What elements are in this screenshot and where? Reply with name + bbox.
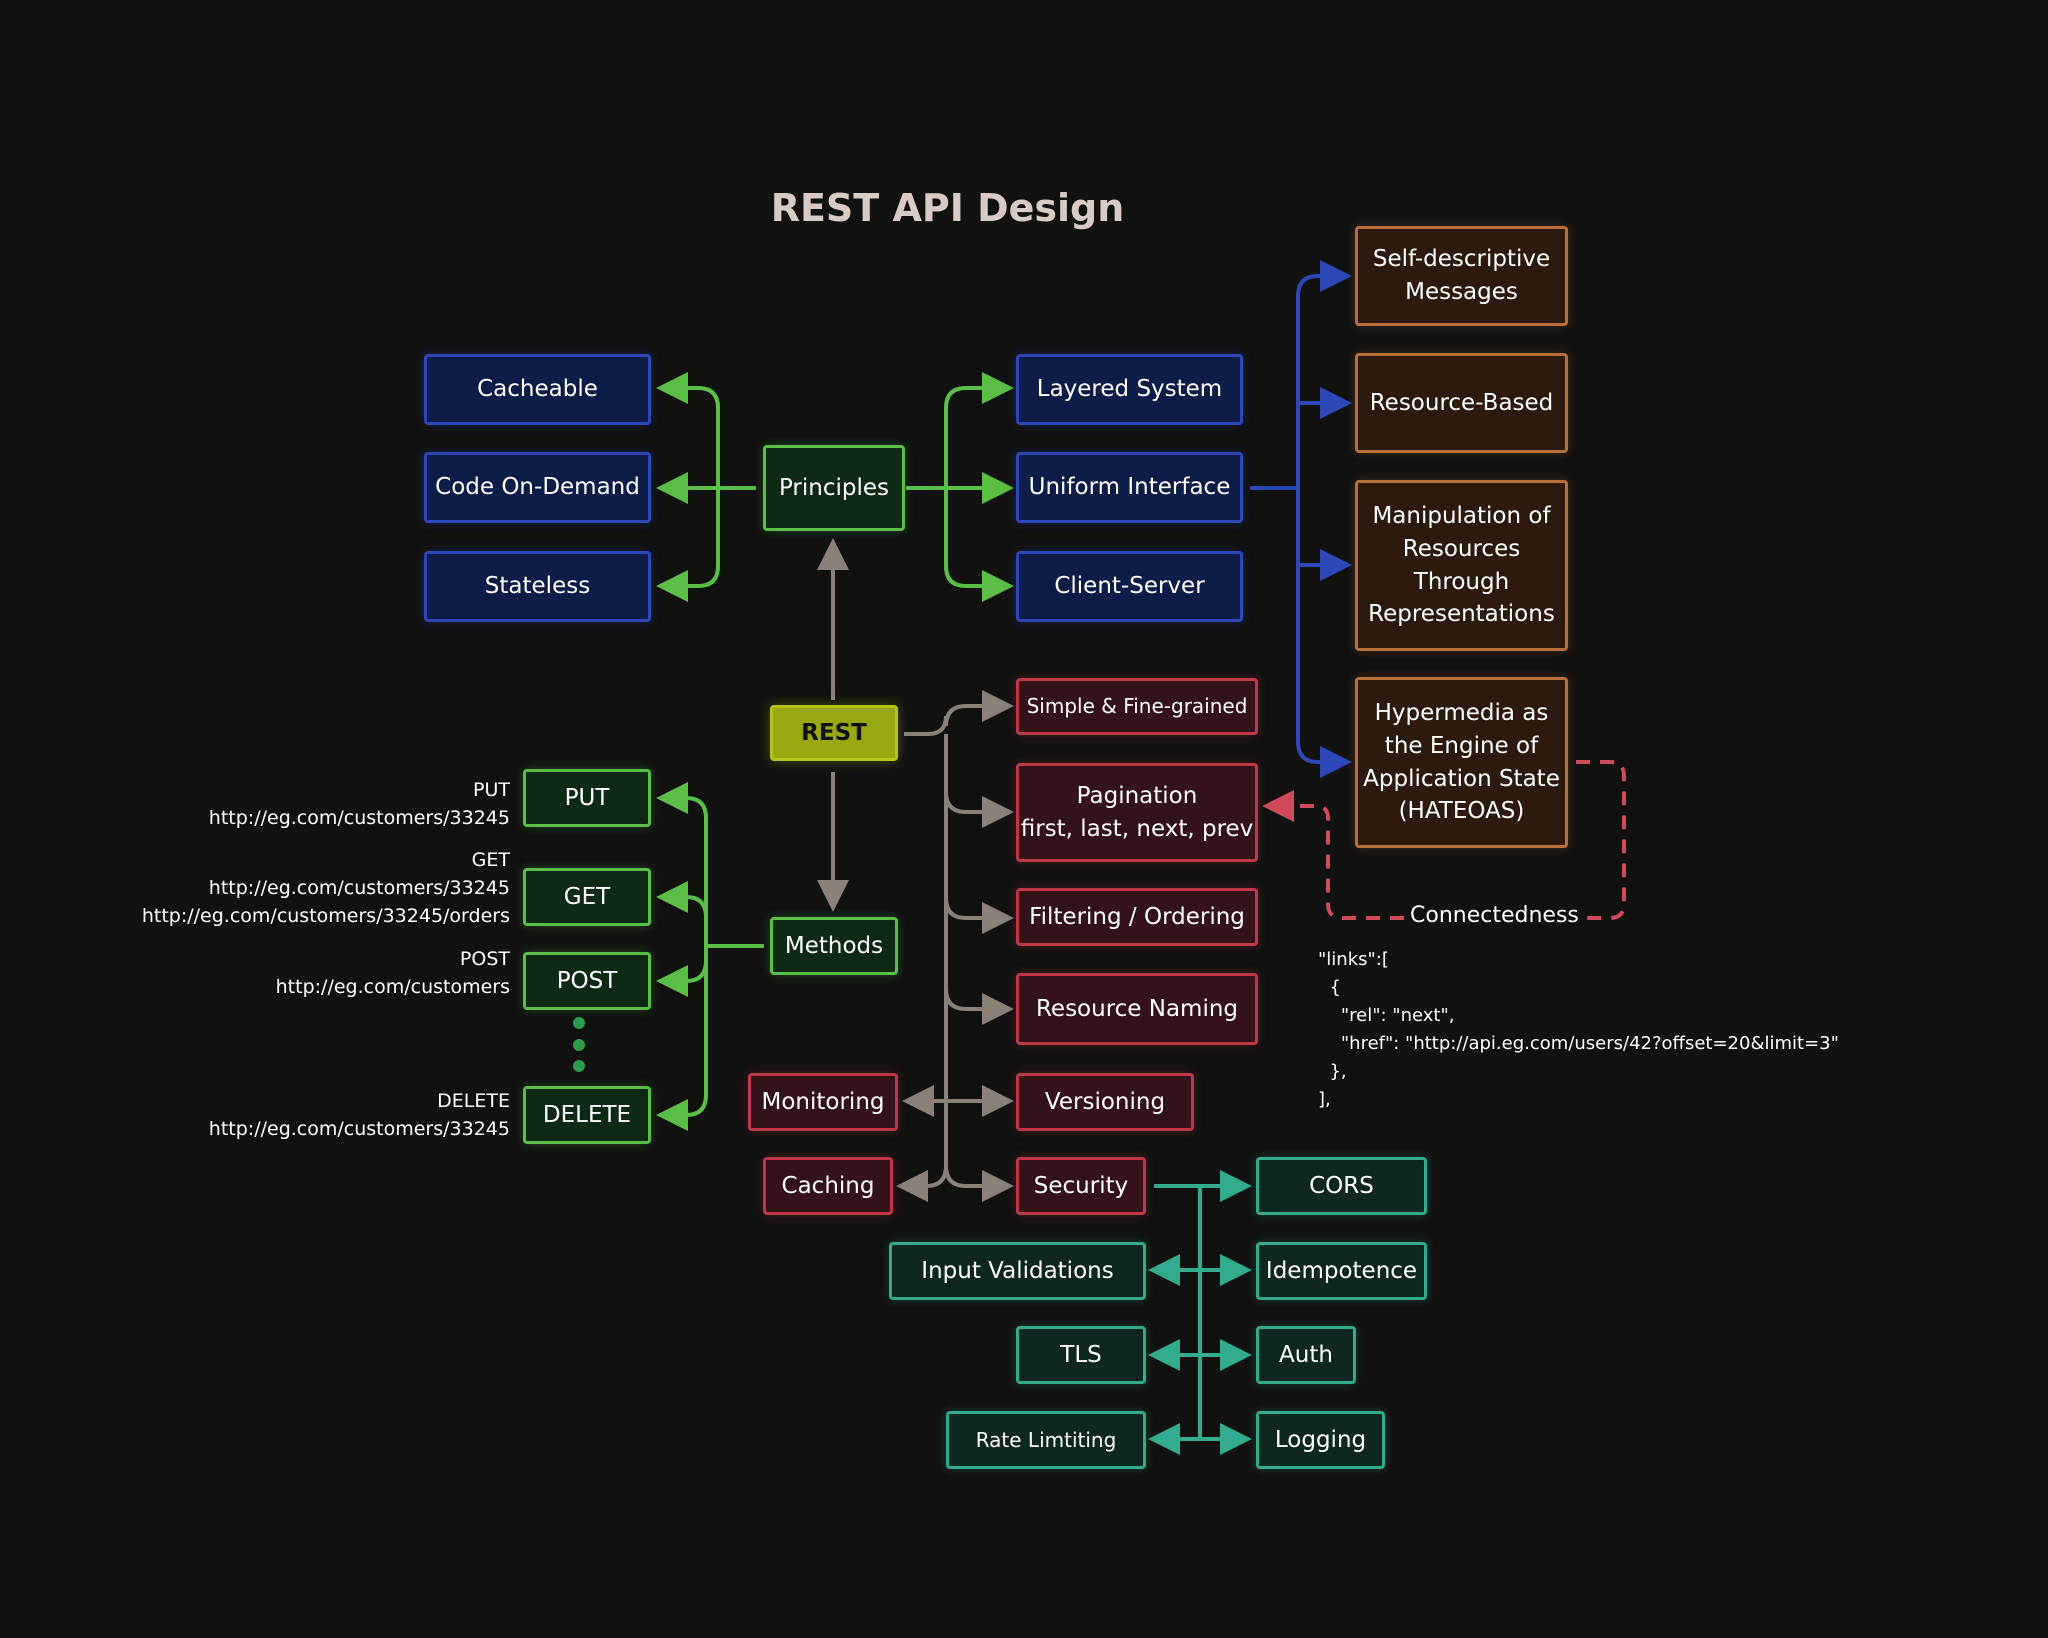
simple-fine-grained-node: Simple & Fine-grained xyxy=(1016,678,1258,735)
stateless-node: Stateless xyxy=(424,551,651,622)
security-connectors xyxy=(1148,1170,1252,1455)
get-node: GET xyxy=(523,868,651,926)
put-example-label: PUT http://eg.com/customers/33245 xyxy=(208,779,510,829)
idempotence-node: Idempotence xyxy=(1256,1242,1427,1300)
self-descriptive-messages-node: Self-descriptive Messages xyxy=(1355,226,1568,326)
auth-node: Auth xyxy=(1256,1326,1356,1384)
cacheable-node: Cacheable xyxy=(424,354,651,425)
layered-system-node: Layered System xyxy=(1016,354,1243,425)
logging-node: Logging xyxy=(1256,1411,1385,1469)
resource-based-node: Resource-Based xyxy=(1355,353,1568,453)
security-node: Security xyxy=(1016,1157,1146,1215)
rest-guideline-connectors xyxy=(896,690,1014,1202)
input-validations-node: Input Validations xyxy=(889,1242,1146,1300)
principles-right-connectors xyxy=(906,372,1014,602)
client-server-node: Client-Server xyxy=(1016,551,1243,622)
filtering-ordering-node: Filtering / Ordering xyxy=(1016,888,1258,946)
post-example-label: POST http://eg.com/customers xyxy=(275,948,510,998)
resource-naming-node: Resource Naming xyxy=(1016,973,1258,1045)
caching-node: Caching xyxy=(763,1157,893,1215)
post-node: POST xyxy=(523,952,651,1010)
more-methods-dots xyxy=(573,1017,585,1072)
uniform-interface-node: Uniform Interface xyxy=(1016,452,1243,523)
monitoring-node: Monitoring xyxy=(748,1073,898,1131)
manipulation-of-resources-node: Manipulation of Resources Through Repres… xyxy=(1355,480,1568,651)
connectedness-connector xyxy=(1262,760,1626,920)
delete-node: DELETE xyxy=(523,1086,651,1144)
tls-node: TLS xyxy=(1016,1326,1146,1384)
rest-node: REST xyxy=(770,705,898,761)
uniform-interface-connectors xyxy=(1250,260,1352,778)
hateoas-node: Hypermedia as the Engine of Application … xyxy=(1355,677,1568,848)
versioning-node: Versioning xyxy=(1016,1073,1194,1131)
principles-node: Principles xyxy=(763,445,905,531)
principles-left-connectors xyxy=(656,372,756,602)
delete-example-label: DELETE http://eg.com/customers/33245 xyxy=(208,1090,510,1140)
code-on-demand-node: Code On-Demand xyxy=(424,452,651,523)
links-json-example: "links":[ { "rel": "next", "href": "http… xyxy=(1318,949,1839,1110)
get-example-label: GET http://eg.com/customers/33245 http:/… xyxy=(141,849,510,927)
connectedness-label: Connectedness xyxy=(1406,903,1583,928)
cors-node: CORS xyxy=(1256,1157,1427,1215)
diagram-title: REST API Design xyxy=(770,186,1125,230)
pagination-node: Pagination first, last, next, prev xyxy=(1016,763,1258,862)
methods-node: Methods xyxy=(770,917,898,975)
put-node: PUT xyxy=(523,769,651,827)
methods-connectors xyxy=(656,782,764,1131)
rate-limiting-node: Rate Limtiting xyxy=(946,1411,1146,1469)
